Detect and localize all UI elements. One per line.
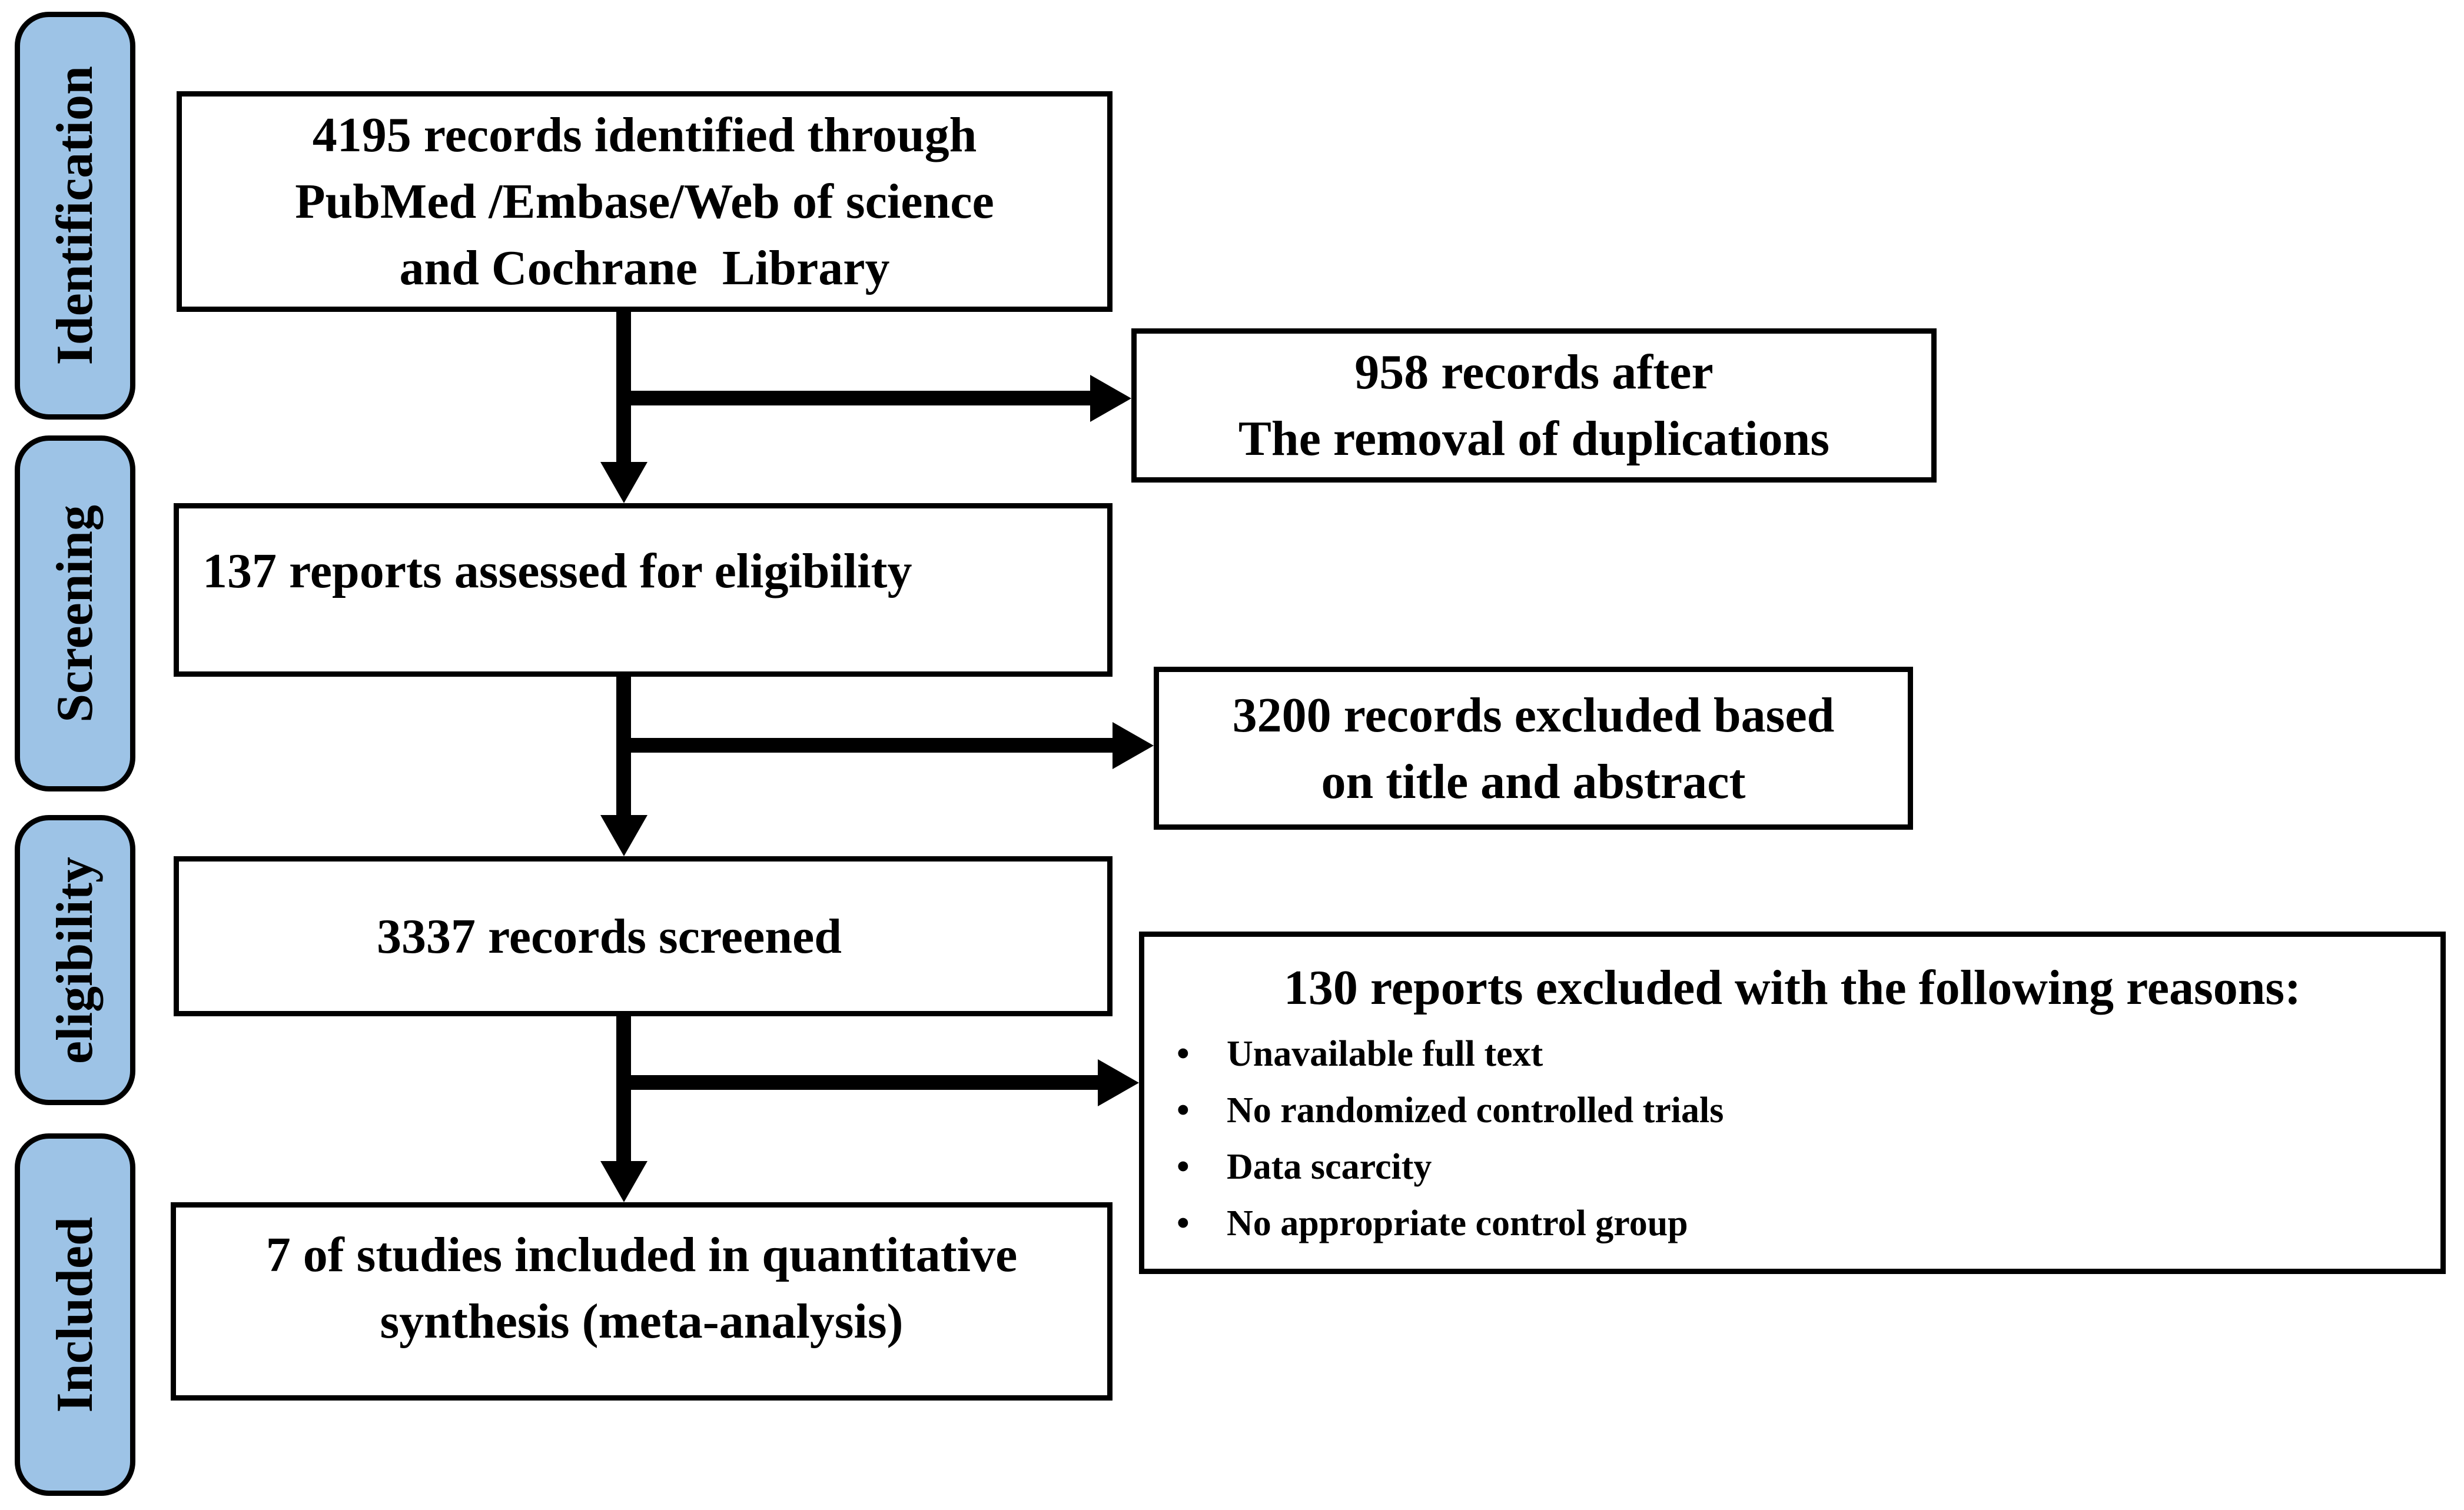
- arrow-branch-3-line: [616, 1075, 1098, 1090]
- stage-tab-screening: Screening: [15, 435, 135, 791]
- excluded-reason-row: • No appropriate control group: [1144, 1195, 2440, 1252]
- box-records-screened: 3337 records screened: [174, 856, 1113, 1016]
- assessed-eligibility-line1: 137 reports assessed for eligibility: [202, 544, 912, 598]
- excluded-reason-text: No randomized controlled trials: [1227, 1090, 1724, 1130]
- excluded-reason-row: • Unavailable full text: [1144, 1026, 2440, 1082]
- box-assessed-eligibility: 137 reports assessed for eligibility: [174, 503, 1113, 677]
- box-records-identified: 4195 records identified through PubMed /…: [177, 91, 1113, 312]
- records-identified-line1: 4195 records identified through: [312, 108, 977, 162]
- box-included-synthesis: 7 of studies included in quantitative sy…: [171, 1202, 1113, 1401]
- reports-excluded-title: 130 reports excluded with the following …: [1283, 960, 2302, 1015]
- stage-label-included: Included: [46, 1216, 104, 1413]
- included-synthesis-line2: synthesis (meta-analysis): [380, 1294, 904, 1349]
- arrow-down-1-line: [616, 312, 631, 464]
- arrow-down-2-head-icon: [600, 815, 647, 856]
- stage-tab-included: Included: [15, 1133, 135, 1496]
- excluded-title-abstract-line2: on title and abstract: [1321, 754, 1746, 809]
- arrow-branch-1-line: [616, 391, 1090, 405]
- stage-label-identification: Identification: [46, 66, 104, 365]
- stage-tab-eligibility: eligibility: [15, 815, 135, 1105]
- arrow-down-1-head-icon: [600, 462, 647, 503]
- after-duplicates-line1: 958 records after: [1354, 345, 1713, 400]
- box-after-duplicates: 958 records after The removal of duplica…: [1131, 328, 1937, 483]
- excluded-reason-text: Unavailable full text: [1227, 1034, 1543, 1074]
- after-duplicates-line2: The removal of duplications: [1238, 411, 1830, 466]
- box-excluded-title-abstract: 3200 records excluded based on title and…: [1154, 667, 1913, 830]
- records-screened-line1: 3337 records screened: [376, 909, 842, 964]
- arrow-branch-2-head-icon: [1113, 722, 1154, 769]
- excluded-reason-row: • No randomized controlled trials: [1144, 1082, 2440, 1139]
- excluded-reason-text: Data scarcity: [1227, 1147, 1432, 1187]
- stage-label-screening: Screening: [46, 504, 104, 723]
- bullet-icon: •: [1177, 1203, 1190, 1243]
- stage-tab-identification: Identification: [15, 12, 135, 420]
- included-synthesis-line1: 7 of studies included in quantitative: [265, 1228, 1018, 1282]
- box-reports-excluded: 130 reports excluded with the following …: [1139, 932, 2446, 1274]
- excluded-reason-row: • Data scarcity: [1144, 1139, 2440, 1195]
- arrow-branch-3-head-icon: [1098, 1059, 1139, 1106]
- bullet-icon: •: [1177, 1147, 1190, 1187]
- records-identified-line3: and Cochrane Library: [399, 241, 890, 295]
- arrow-down-3-head-icon: [600, 1161, 647, 1202]
- stage-label-eligibility: eligibility: [46, 856, 104, 1064]
- excluded-reason-text: No appropriate control group: [1227, 1203, 1688, 1243]
- arrow-branch-2-line: [616, 738, 1113, 753]
- records-identified-line2: PubMed /Embase/Web of science: [295, 174, 994, 229]
- bullet-icon: •: [1177, 1034, 1190, 1074]
- bullet-icon: •: [1177, 1090, 1190, 1130]
- excluded-title-abstract-line1: 3200 records excluded based: [1232, 687, 1835, 743]
- arrow-branch-1-head-icon: [1090, 375, 1131, 422]
